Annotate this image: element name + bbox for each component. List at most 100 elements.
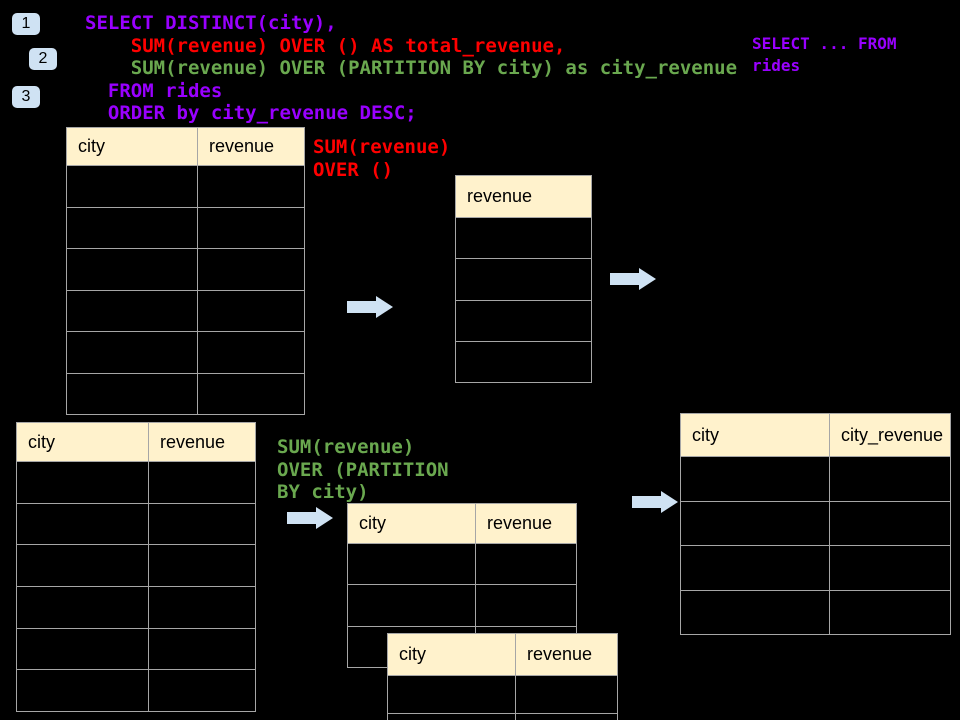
table-row <box>347 542 577 586</box>
empty-cell <box>829 500 951 546</box>
empty-cell <box>455 258 592 301</box>
column-header: city <box>680 413 830 457</box>
empty-cell <box>16 461 149 504</box>
total-revenue-annotation: SUM(revenue) OVER () <box>313 136 451 181</box>
empty-cell <box>148 502 256 546</box>
empty-cell <box>16 627 149 671</box>
step-badge-2: 2 <box>29 48 57 70</box>
empty-cell <box>16 544 149 588</box>
arrow-right-icon <box>347 301 376 313</box>
empty-cell <box>680 500 830 546</box>
sql-side-note: SELECT ... FROM rides <box>752 34 897 75</box>
empty-cell <box>829 545 951 591</box>
empty-cell <box>148 669 256 713</box>
table-total-result: revenue <box>455 175 592 384</box>
column-header: city <box>66 127 198 166</box>
empty-cell <box>387 713 516 720</box>
column-header: revenue <box>475 503 577 544</box>
table-row <box>455 258 592 301</box>
empty-cell <box>66 289 198 332</box>
empty-cell <box>829 589 951 635</box>
table-row <box>16 586 256 629</box>
table-row <box>66 248 305 291</box>
empty-cell <box>455 216 592 260</box>
header-row: revenue <box>455 175 592 218</box>
table-row <box>680 589 951 635</box>
empty-cell <box>680 456 830 502</box>
empty-cell <box>66 165 198 208</box>
empty-cell <box>829 456 951 502</box>
table-row <box>16 627 256 671</box>
table-row <box>455 340 592 384</box>
empty-cell <box>66 331 198 374</box>
column-header: city <box>387 633 516 676</box>
empty-cell <box>66 248 198 291</box>
empty-cell <box>197 248 305 291</box>
empty-cell <box>515 713 618 720</box>
empty-cell <box>455 340 592 384</box>
empty-cell <box>387 675 516 714</box>
empty-cell <box>148 544 256 588</box>
empty-cell <box>66 372 198 415</box>
table-row <box>66 165 305 208</box>
table-row <box>455 299 592 342</box>
empty-cell <box>455 299 592 342</box>
empty-cell <box>197 372 305 415</box>
table-row <box>66 372 305 415</box>
code-line: SUM(revenue) OVER (PARTITION BY city) as… <box>85 57 738 79</box>
empty-cell <box>347 584 476 627</box>
empty-cell <box>347 542 476 586</box>
table-row <box>16 544 256 588</box>
empty-cell <box>16 502 149 546</box>
step-badge-1: 1 <box>12 13 40 35</box>
empty-cell <box>16 586 149 629</box>
table-row <box>387 675 618 714</box>
column-header: revenue <box>197 127 305 166</box>
empty-cell <box>515 675 618 714</box>
empty-cell <box>197 289 305 332</box>
column-header: city_revenue <box>829 413 951 457</box>
empty-cell <box>66 206 198 249</box>
table-row <box>455 216 592 260</box>
empty-cell <box>148 627 256 671</box>
column-header: city <box>16 422 149 462</box>
table-row <box>66 206 305 249</box>
empty-cell <box>197 331 305 374</box>
empty-cell <box>475 542 577 586</box>
partition-annotation: SUM(revenue) OVER (PARTITION BY city) <box>277 436 449 503</box>
empty-cell <box>680 589 830 635</box>
column-header: revenue <box>515 633 618 676</box>
empty-cell <box>148 586 256 629</box>
empty-cell <box>475 584 577 627</box>
step-badge-3: 3 <box>12 86 40 108</box>
code-line: SUM(revenue) OVER () AS total_revenue, <box>85 34 566 57</box>
table-row <box>680 500 951 546</box>
table-row <box>680 456 951 502</box>
table-row <box>66 331 305 374</box>
empty-cell <box>197 165 305 208</box>
empty-cell <box>16 669 149 713</box>
table-row <box>16 461 256 504</box>
arrow-right-icon <box>610 273 639 285</box>
table-row <box>347 584 577 627</box>
table-row <box>680 545 951 591</box>
empty-cell <box>197 206 305 249</box>
empty-cell <box>148 461 256 504</box>
code-line: ORDER by city_revenue DESC; <box>85 102 417 124</box>
table-row <box>66 289 305 332</box>
table-row <box>16 669 256 713</box>
empty-cell <box>680 545 830 591</box>
column-header: city <box>347 503 476 544</box>
code-line: SELECT DISTINCT(city), <box>85 12 337 34</box>
code-line: FROM rides <box>85 79 223 102</box>
arrow-right-icon <box>632 496 661 508</box>
